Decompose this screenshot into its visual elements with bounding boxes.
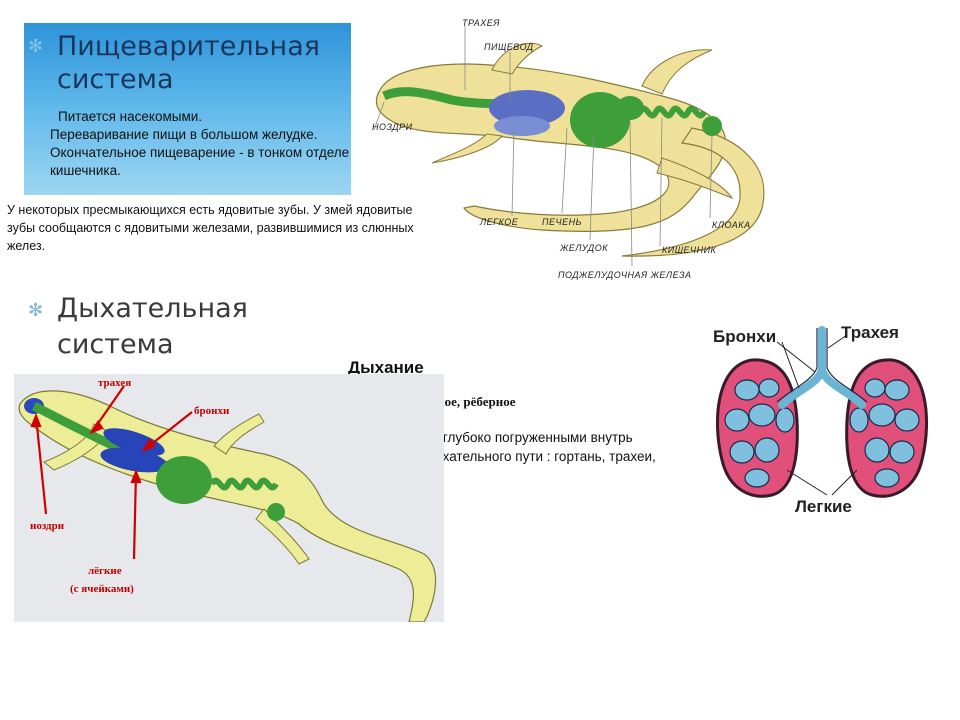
breathing-heading: Дыхание [348, 358, 424, 377]
label-nostrils: ноздри [30, 520, 65, 532]
label-stomach: ЖЕЛУДОК [559, 243, 608, 253]
digestive-description-rest: Переваривание пищи в большом желудке. Ок… [50, 127, 350, 178]
digestive-title-box [24, 23, 351, 195]
digestive-description-line1: Питается насекомыми. [58, 109, 203, 124]
label-trachea: ТРАХЕЯ [462, 18, 500, 28]
digestive-description: Питается насекомыми. Переваривание пищи … [50, 108, 350, 180]
label-lungs-cells: (с ячейками) [70, 583, 134, 595]
lungs-diagram: Бронхи Трахея Легкие [713, 323, 928, 516]
respiratory-title: Дыхательная система [57, 293, 248, 360]
label-nostrils: НОЗДРИ [372, 122, 413, 132]
bullet-icon: ✻ [28, 300, 44, 321]
label-lungs: Легкие [795, 497, 852, 516]
label-trachea: трахея [98, 377, 131, 389]
venom-description: У некоторых пресмыкающихся есть ядовитые… [7, 203, 414, 253]
label-trachea: Трахея [841, 323, 899, 342]
lizard-respiratory-diagram: трахея бронхи ноздри лёгкие (с ячейками) [14, 374, 444, 622]
label-pancreas: ПОДЖЕЛУДОЧНАЯ ЖЕЛЕЗА [558, 270, 692, 280]
label-bronchi: Бронхи [713, 327, 776, 346]
bullet-icon: ✻ [28, 36, 44, 57]
label-bronchi: бронхи [194, 405, 230, 417]
label-liver: ПЕЧЕНЬ [542, 217, 582, 227]
label-esophagus: ПИЩЕВОД [484, 42, 534, 52]
digestive-title: Пищеварительная система [57, 31, 320, 95]
label-cloaca: КЛОАКА [712, 220, 751, 230]
label-lung: ЛЕГКОЕ [479, 217, 519, 227]
lizard-digestive-diagram: ТРАХЕЯ ПИЩЕВОД НОЗДРИ ЛЕГКОЕ ПЕЧЕНЬ ЖЕЛУ… [372, 18, 765, 280]
label-lungs: лёгкие [88, 565, 122, 577]
label-intestine: КИШЕЧНИК [662, 245, 717, 255]
